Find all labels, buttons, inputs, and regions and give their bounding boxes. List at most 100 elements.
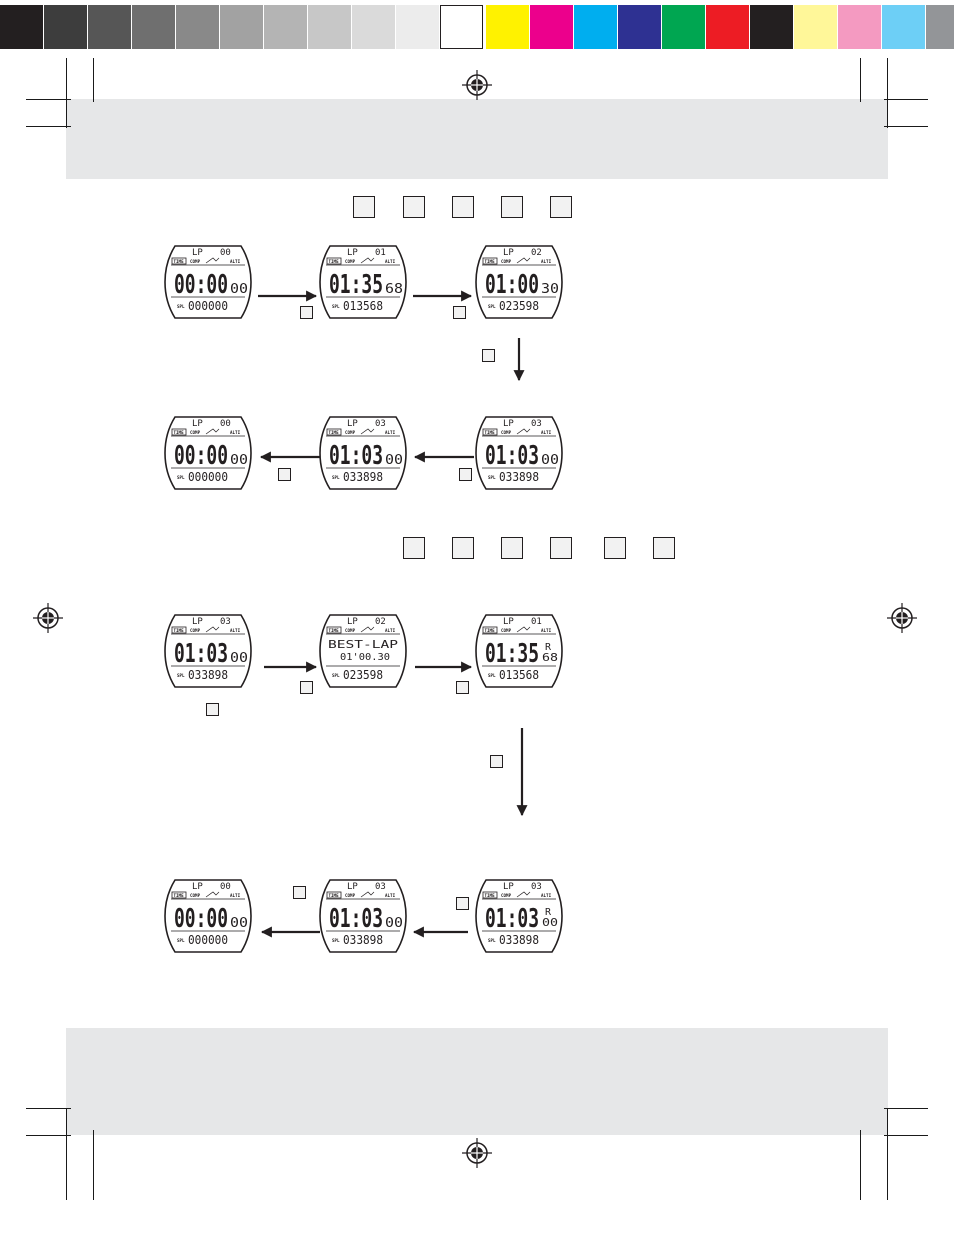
button-symbol-box [453, 306, 466, 319]
main-time: 00:00 [174, 904, 228, 934]
hundredths: 00 [230, 453, 248, 468]
lap-number: 01 [531, 617, 542, 627]
crop-mark [860, 58, 861, 102]
gray-swatch [308, 5, 351, 49]
alti-indicator: ALTI [230, 430, 241, 435]
crop-mark [26, 1135, 71, 1136]
lap-label: LP [347, 248, 358, 258]
lap-label: LP [347, 882, 358, 892]
crop-mark [884, 1135, 928, 1136]
button-symbol-box [459, 468, 472, 481]
crop-mark [66, 58, 67, 128]
time-indicator: TIME [329, 893, 340, 898]
main-time: 01:03 [174, 639, 228, 669]
gray-swatch [176, 5, 219, 49]
lap-number: 03 [531, 419, 542, 429]
crop-mark [887, 1108, 888, 1200]
time-indicator: TIME [329, 430, 340, 435]
button-symbol-box [490, 755, 503, 768]
lap-label: LP [347, 419, 358, 429]
split-time: 033898 [499, 470, 539, 484]
alti-indicator: ALTI [385, 893, 396, 898]
split-time: 013568 [499, 668, 539, 682]
time-indicator: TIME [174, 628, 185, 633]
hundredths: 00 [385, 453, 403, 468]
spl-label: SPL [488, 475, 496, 480]
crop-mark [26, 99, 71, 100]
split-time: 033898 [343, 933, 383, 947]
gray-swatch [440, 5, 483, 49]
comp-indicator: COMP [345, 628, 356, 633]
button-symbol-box [353, 196, 375, 218]
gray-swatch [264, 5, 307, 49]
hundredths: 00 [385, 916, 403, 931]
button-symbol-box [452, 196, 474, 218]
recall-flag: R [545, 642, 552, 653]
split-time: 023598 [343, 668, 383, 682]
lap-label: LP [192, 882, 203, 892]
header-band [66, 99, 888, 179]
time-indicator: TIME [174, 430, 185, 435]
alti-indicator: ALTI [541, 259, 552, 264]
time-indicator: TIME [485, 430, 496, 435]
crop-mark [884, 1108, 928, 1109]
hundredths: 00 [230, 916, 248, 931]
comp-indicator: COMP [190, 259, 201, 264]
spl-label: SPL [488, 673, 496, 678]
best-lap-time: 01'00.30 [340, 652, 390, 663]
lap-number: 00 [220, 882, 231, 892]
registration-mark-icon [462, 70, 492, 100]
crop-mark [93, 1130, 94, 1200]
spl-label: SPL [177, 475, 185, 480]
comp-indicator: COMP [501, 430, 512, 435]
lap-label: LP [347, 617, 358, 627]
lap-label: LP [192, 419, 203, 429]
footer-band [66, 1028, 888, 1135]
lap-label: LP [503, 248, 514, 258]
gray-swatch [88, 5, 131, 49]
comp-indicator: COMP [190, 430, 201, 435]
button-symbol-box [550, 537, 572, 559]
split-time: 000000 [188, 299, 228, 313]
split-time: 033898 [343, 470, 383, 484]
split-time: 033898 [499, 933, 539, 947]
crop-mark [884, 126, 928, 127]
alti-indicator: ALTI [541, 628, 552, 633]
spl-label: SPL [177, 938, 185, 943]
alti-indicator: ALTI [541, 893, 552, 898]
alti-indicator: ALTI [230, 893, 241, 898]
lap-number: 01 [375, 248, 386, 258]
button-symbol-box [452, 537, 474, 559]
main-time: 01:35 [329, 270, 383, 300]
main-time: 01:00 [485, 270, 539, 300]
color-swatch [926, 5, 954, 49]
gray-swatch [0, 5, 43, 49]
comp-indicator: COMP [190, 893, 201, 898]
recall-flag: R [545, 907, 552, 918]
hundredths: 00 [541, 453, 559, 468]
lap-label: LP [503, 617, 514, 627]
color-swatch [706, 5, 749, 49]
button-symbol-box [206, 703, 219, 716]
button-symbol-box [300, 681, 313, 694]
color-calibration-strip [0, 0, 954, 52]
button-symbol-box [604, 537, 626, 559]
spl-label: SPL [332, 304, 340, 309]
button-symbol-box [403, 196, 425, 218]
registration-mark-icon [33, 603, 63, 633]
color-swatch [574, 5, 617, 49]
button-symbol-box [550, 196, 572, 218]
hundredths: 00 [230, 651, 248, 666]
spl-label: SPL [177, 304, 185, 309]
color-swatch [662, 5, 705, 49]
crop-mark [66, 1108, 67, 1200]
main-time: 01:03 [329, 441, 383, 471]
crop-mark [860, 1130, 861, 1200]
gray-swatch [132, 5, 175, 49]
